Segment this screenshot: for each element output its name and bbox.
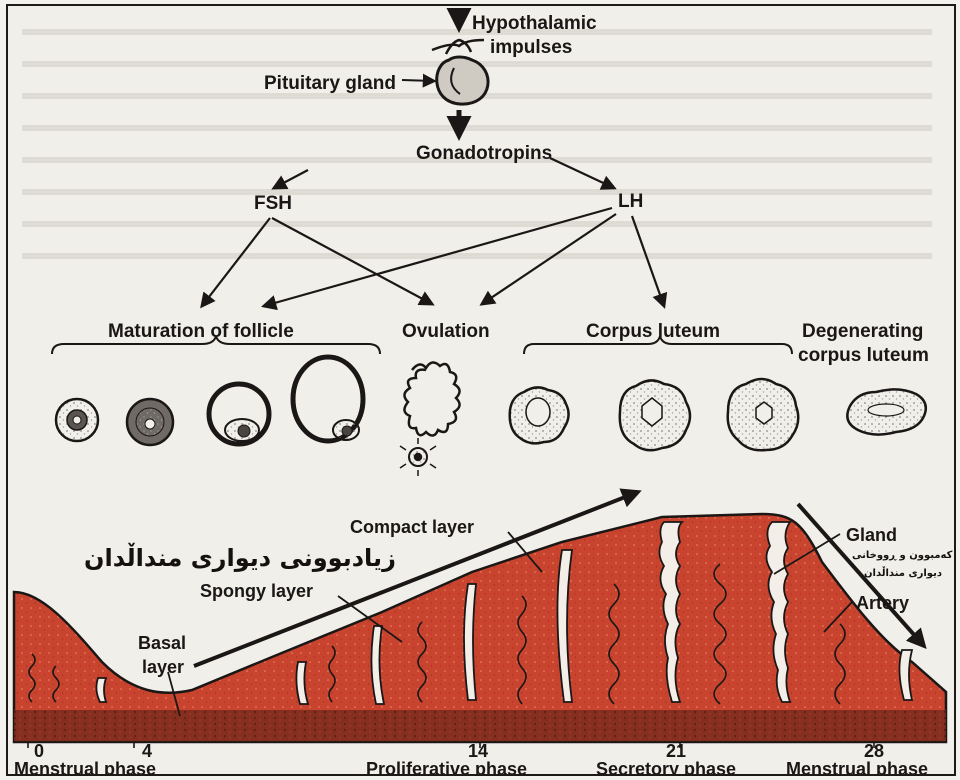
hormone-arrows bbox=[202, 158, 664, 306]
day-4-label: 4 bbox=[142, 742, 152, 760]
basal-band bbox=[14, 710, 946, 742]
impulses-label: impulses bbox=[490, 38, 572, 57]
day-21-label: 21 bbox=[666, 742, 686, 760]
pituitary-label: Pituitary gland bbox=[264, 74, 396, 93]
kurdish-endometrium-growth-label: زیادبوونی دیواری منداڵدان bbox=[84, 544, 396, 572]
basal-label: Basal bbox=[138, 634, 186, 652]
gonadotropins-label: Gonadotropins bbox=[416, 144, 552, 163]
corpus-luteum-label: Corpus luteum bbox=[586, 322, 720, 341]
hypothalamic-label: Hypothalamic bbox=[472, 14, 597, 33]
menstrual-phase-start-label: Menstrual phase bbox=[14, 760, 156, 776]
compact-layer-label: Compact layer bbox=[350, 518, 474, 536]
fsh-label: FSH bbox=[254, 194, 292, 213]
graafian-follicle bbox=[293, 357, 363, 441]
diagram-frame: Hypothalamic impulses Pituitary gland Go… bbox=[6, 4, 956, 776]
secretory-phase-label: Secretory phase bbox=[596, 760, 736, 776]
proliferative-phase-label: Proliferative phase bbox=[366, 760, 527, 776]
spongy-layer-label: Spongy layer bbox=[200, 582, 313, 600]
lh-label: LH bbox=[618, 192, 643, 211]
early-corpus-luteum bbox=[510, 387, 569, 443]
degenerating-corpus-luteum-drawing bbox=[847, 389, 925, 434]
ovulation-label: Ovulation bbox=[402, 322, 490, 341]
kurdish-shedding-note-line1: کەمبوون و ڕووخانی bbox=[852, 550, 952, 561]
corpus-luteum-2 bbox=[728, 379, 799, 450]
degenerating-corpus-luteum-label: corpus luteum bbox=[798, 346, 929, 365]
day-28-label: 28 bbox=[864, 742, 884, 760]
corpus-luteum-1 bbox=[620, 380, 690, 450]
ovarian-follicles bbox=[56, 357, 926, 476]
kurdish-shedding-note-line2: دیواری منداڵدان bbox=[864, 568, 942, 579]
degenerating-label: Degenerating bbox=[802, 322, 923, 341]
day-14-label: 14 bbox=[468, 742, 488, 760]
maturation-label: Maturation of follicle bbox=[108, 322, 294, 341]
primary-follicle bbox=[56, 399, 98, 441]
antral-follicle bbox=[209, 384, 269, 444]
ruptured-follicle bbox=[400, 362, 460, 476]
basal-layer-label: layer bbox=[142, 658, 184, 676]
artery-label: Artery bbox=[856, 594, 909, 612]
secondary-follicle bbox=[127, 399, 173, 445]
menstrual-phase-end-label: Menstrual phase bbox=[786, 760, 928, 776]
day-0-label: 0 bbox=[34, 742, 44, 760]
gland-label: Gland bbox=[846, 526, 897, 544]
